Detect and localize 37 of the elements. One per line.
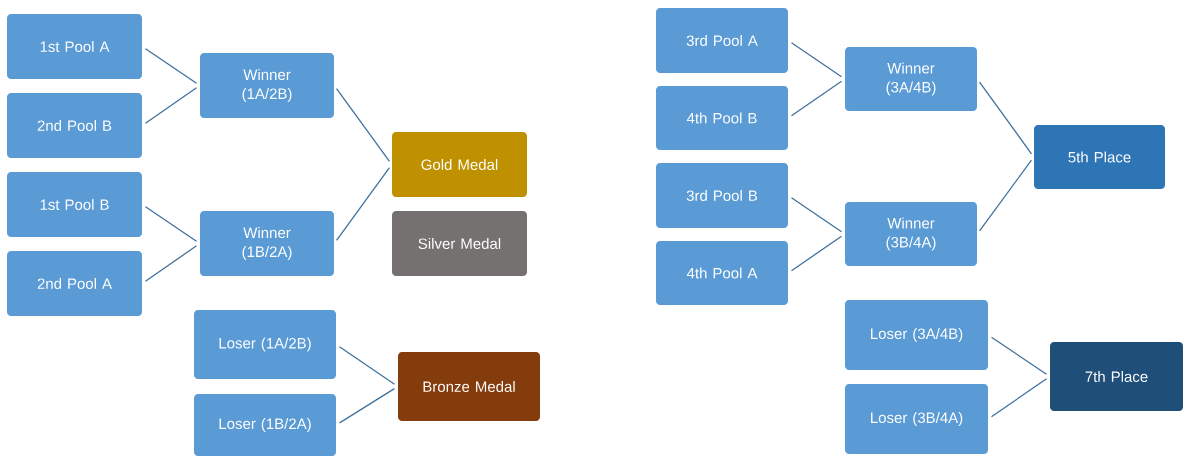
connector-line [790,80,843,117]
team-box: 1st Pool B [7,172,142,237]
connector-line [978,159,1033,232]
match-box: Loser (3B/4A) [845,384,988,454]
connector-line [144,48,198,84]
place-box: 5th Place [1034,125,1165,189]
medal-box: Bronze Medal [398,352,540,421]
connector-line [144,87,198,124]
connector-line [990,378,1048,418]
team-box: 2nd Pool A [7,251,142,316]
connector-line [338,346,396,385]
match-box: Winner (3B/4A) [845,202,977,266]
team-box: 2nd Pool B [7,93,142,158]
connector-line [990,336,1048,375]
connector-line [978,81,1033,155]
connector-line [790,42,843,78]
place-box: 7th Place [1050,342,1183,411]
team-box: 3rd Pool B [656,163,788,228]
team-box: 1st Pool A [7,14,142,79]
match-box: Loser (1B/2A) [194,394,336,456]
team-box: 4th Pool B [656,86,788,150]
match-box: Winner (3A/4B) [845,47,977,111]
team-box: 3rd Pool A [656,8,788,73]
match-box: Loser (1A/2B) [194,310,336,379]
connector-line [144,245,198,282]
connector-line [335,88,391,162]
connector-line [144,206,198,242]
match-box: Winner (1A/2B) [200,53,334,118]
connector-line [338,387,396,424]
medal-box: Gold Medal [392,132,527,197]
connector-line [335,167,391,241]
team-box: 4th Pool A [656,241,788,305]
match-box: Winner (1B/2A) [200,211,334,276]
connector-line [790,197,843,233]
match-box: Loser (3A/4B) [845,300,988,370]
connector-line [790,235,843,272]
medal-box: Silver Medal [392,211,527,276]
